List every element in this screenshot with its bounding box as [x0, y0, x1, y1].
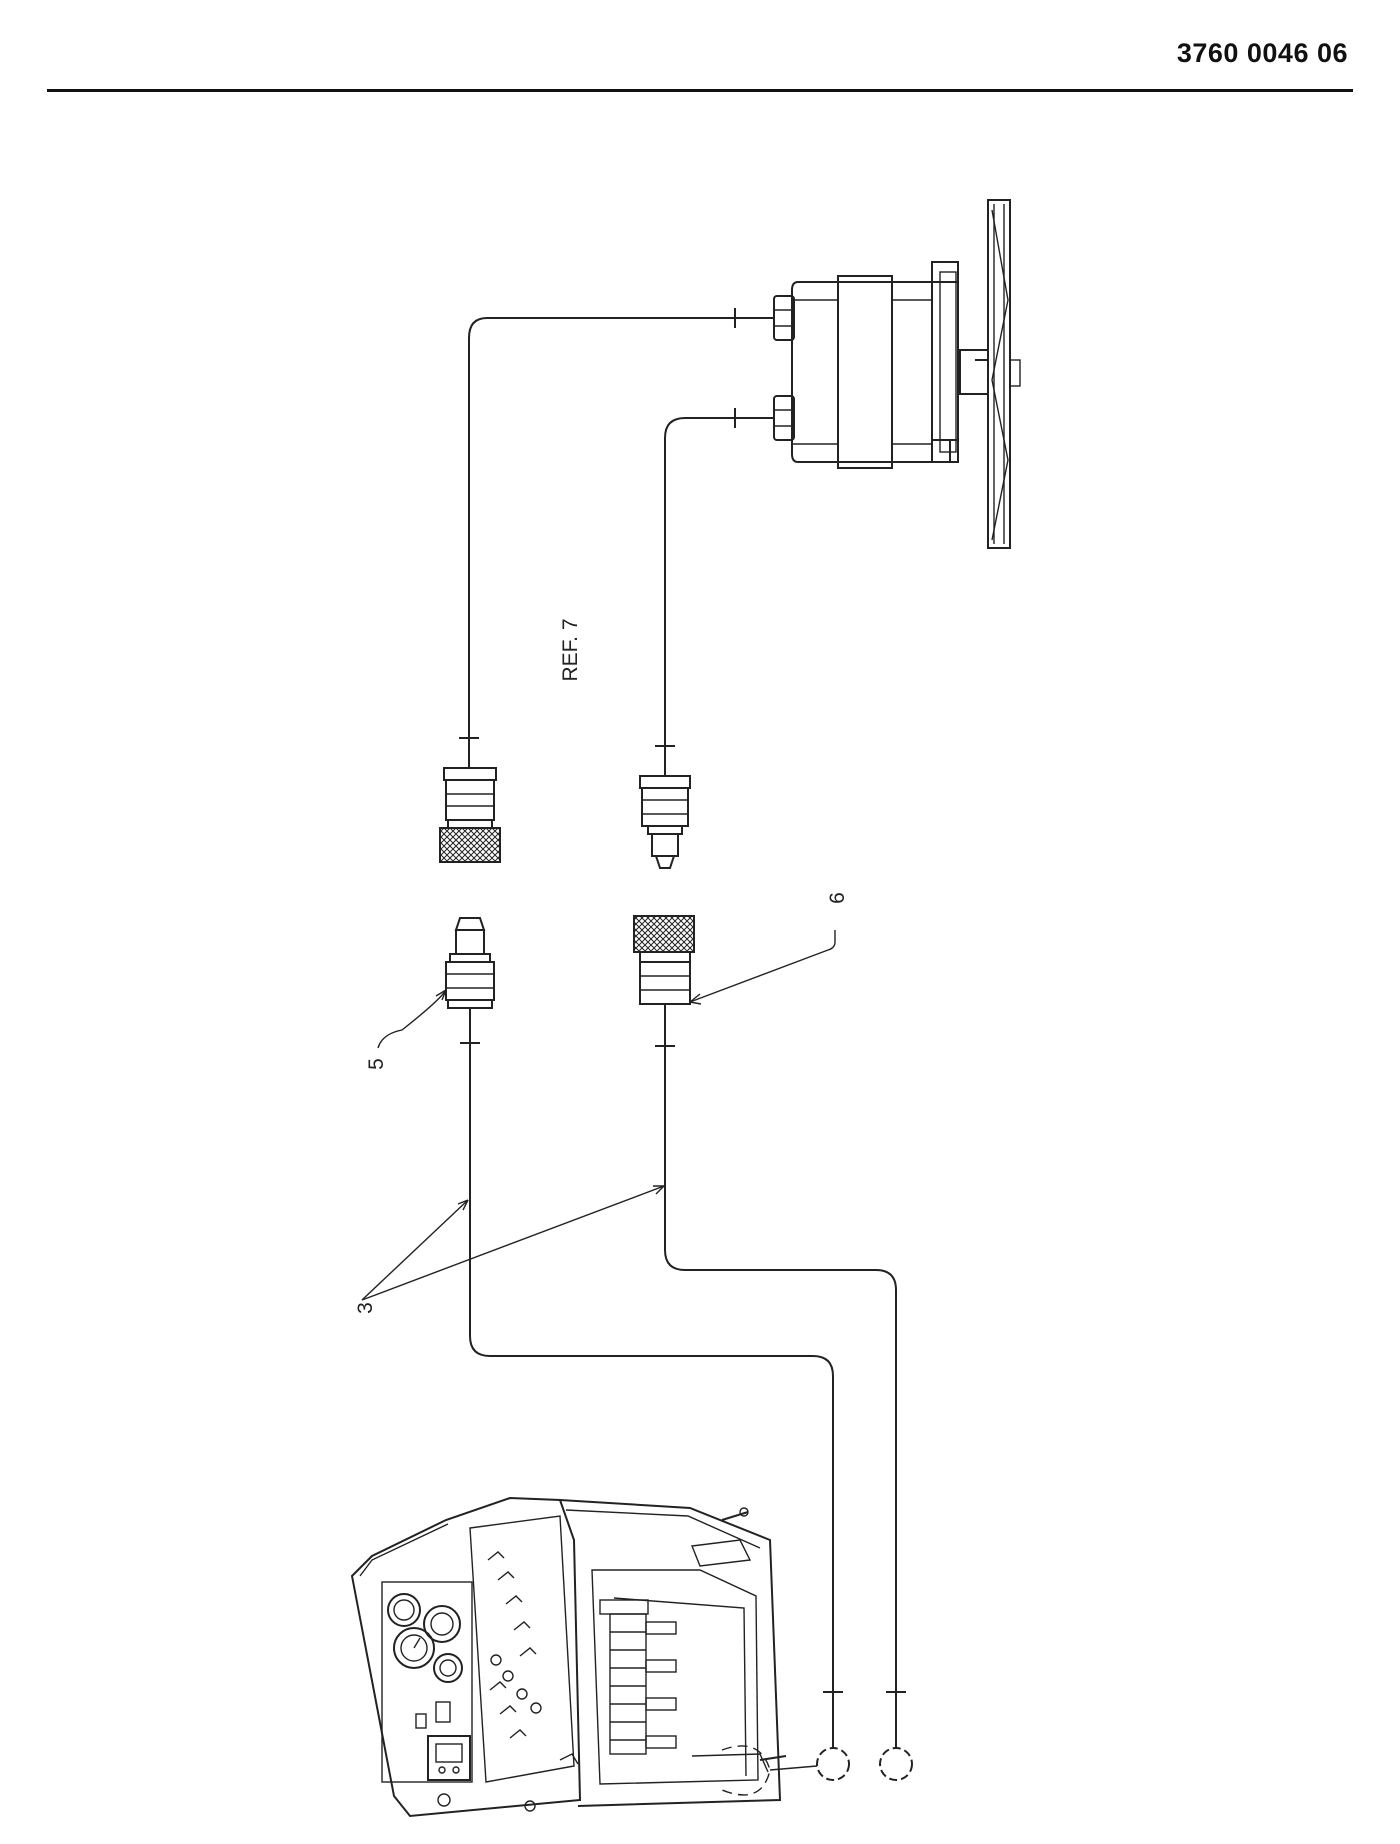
- disc-blade: [975, 199, 1021, 549]
- hose-b: [655, 408, 774, 776]
- document-number: 3760 0046 06: [1176, 38, 1348, 68]
- callout-item-5: 5: [365, 1058, 388, 1070]
- hose-end-marker-b: [879, 1747, 913, 1781]
- callout-item-3: 3: [354, 1302, 377, 1314]
- hose-end-marker-a: [816, 1747, 850, 1781]
- header-rule: [47, 89, 1353, 92]
- hydraulic-motor: [773, 199, 1021, 549]
- coupler-female-upper-left: [439, 767, 501, 863]
- leader-item-5: [377, 989, 447, 1049]
- coupler-male-item-5: [445, 917, 495, 1009]
- coupler-female-item-6: [633, 915, 695, 1005]
- coupler-male-upper-right: [639, 775, 691, 869]
- hydraulic-power-unit: [350, 1496, 913, 1818]
- leader-item-3: [361, 1185, 665, 1301]
- hose-c: [460, 1008, 843, 1748]
- hose-d: [655, 1004, 906, 1748]
- callout-item-6: 6: [826, 892, 849, 904]
- hose-a: [459, 308, 774, 768]
- ref-label: REF. 7: [559, 618, 582, 681]
- leader-item-6: [689, 930, 836, 1005]
